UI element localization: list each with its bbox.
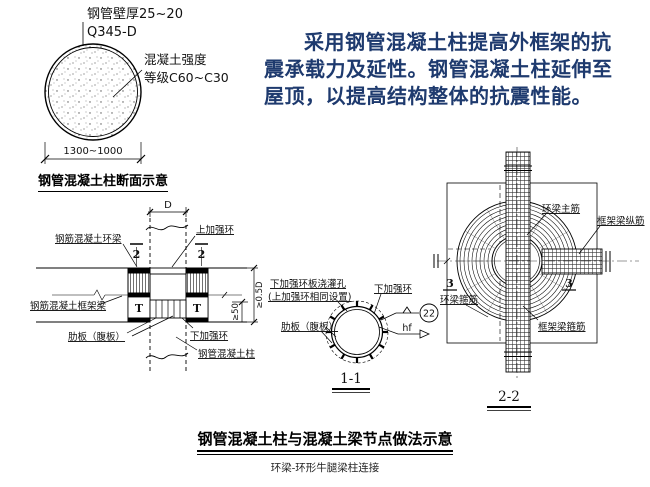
rib-pads	[326, 301, 388, 363]
sheet-title: 钢管混凝土柱与混凝土梁节点做法示意	[197, 428, 453, 452]
diameter-dimension-text: 1300~1000	[63, 146, 122, 157]
ring-stirrup-label: 环梁箍筋	[440, 294, 478, 306]
circle-diagram-title: 钢管混凝土柱断面示意	[38, 170, 169, 192]
section-1-1-title: 1-1	[340, 371, 362, 387]
sheet-subtitle: 环梁-环形牛腿梁柱连接	[270, 463, 380, 474]
upper-ring-label: 上加强环	[196, 225, 234, 236]
fillet-weld-symbol	[402, 306, 412, 314]
dimension-half-d-text: ≥0.5D	[255, 281, 265, 309]
elevation-leaders	[97, 235, 198, 351]
detail-bubble	[419, 303, 439, 323]
section-mark-2-right: 2	[198, 248, 206, 261]
section-1-1-drawing: 下加强环板浇灌孔 (上加强环相同设置) 下加强环 肋板（腹板） 22 hf 1-…	[268, 278, 439, 393]
ring-beam-left	[127, 267, 151, 323]
leader-concrete-strength	[112, 69, 143, 98]
pour-hole-label-2: (上加强环相同设置)	[268, 291, 351, 303]
section-1-1-leaders	[320, 293, 420, 344]
lower-ring-label-1-1: 下加强环	[374, 284, 412, 295]
pour-hole-label-1: 下加强环板浇灌孔	[270, 278, 347, 290]
rib-plate-label-1-1: 肋板（腹板）	[281, 321, 338, 333]
section-marks-3: 3 3	[443, 277, 576, 291]
concrete-column-circle	[44, 43, 142, 141]
weld-size-text: hf	[402, 323, 412, 334]
dimension-50-text: ≥50	[231, 303, 241, 321]
design-note: 采用钢管混凝土柱提高外框架的抗 震承载力及延性。钢管混凝土柱延伸至 屋顶，以提高…	[264, 30, 646, 111]
section-2-2-title: 2-2	[498, 389, 520, 405]
frame-beam-lines	[36, 267, 247, 323]
break-line-top	[145, 224, 189, 231]
wall-thickness-label: 钢管壁厚25~20	[87, 7, 183, 22]
detail-bubble-number: 22	[423, 309, 435, 320]
ring-beam-right	[185, 267, 209, 323]
section-marks-2: 2 2	[130, 243, 208, 266]
t-stub-left: T	[135, 302, 144, 315]
steel-grade-label: Q345-D	[87, 25, 137, 40]
dimension-half-d: ≥0.5D ≥50	[231, 264, 265, 326]
frame-beam-horizontal	[541, 248, 603, 275]
frame-longitudinal-bar-label: 框架梁纵筋	[597, 215, 645, 227]
column-label: 钢管混凝土柱	[198, 348, 256, 360]
lower-ring-plate	[149, 299, 187, 319]
break-line-bottom	[145, 352, 189, 360]
design-note-line-2: 震承载力及延性。钢管混凝土柱延伸至	[264, 59, 613, 81]
design-note-line-1: 采用钢管混凝土柱提高外框架的抗	[304, 32, 612, 54]
joint-elevation-drawing: D 2 2 ≥0.5D ≥50	[30, 200, 265, 374]
section-mark-3-right: 3	[565, 277, 573, 290]
weld-arrow	[419, 329, 430, 339]
section-2-2-drawing: 3 3 环梁主筋 框架梁纵筋 环梁箍筋 框架梁箍筋 2-2	[433, 147, 645, 411]
frame-stirrup-label: 框架梁箍筋	[538, 321, 586, 333]
frame-beam-label: 钢筋混凝土框架梁	[30, 300, 107, 312]
frame-beam-vertical	[505, 151, 531, 373]
section-2-2-labels: 环梁主筋 框架梁纵筋 环梁箍筋 框架梁箍筋 2-2	[440, 203, 645, 405]
rib-plate-label: 肋板（腹板）	[68, 331, 125, 343]
section-mark-3-left: 3	[446, 277, 454, 290]
ring-beam-label: 钢筋混凝土环梁	[55, 233, 122, 245]
section-2-2-leaders	[465, 213, 601, 321]
section-1-1-labels: 下加强环板浇灌孔 (上加强环相同设置) 下加强环 肋板（腹板） 22 hf 1-…	[268, 278, 435, 387]
concrete-strength-label-1: 混凝土强度	[144, 52, 207, 67]
dimension-d: D	[146, 200, 190, 217]
t-stub-right: T	[193, 302, 202, 315]
elevation-labels: 钢筋混凝土环梁 上加强环 钢筋混凝土框架梁 肋板（腹板） 下加强环 钢管混凝土柱…	[30, 225, 256, 360]
dimension-d-text: D	[164, 200, 172, 211]
concrete-strength-label-2: 等级C60~C30	[144, 70, 229, 85]
lower-ring-label: 下加强环	[190, 331, 228, 342]
column-section-diagram: 钢管壁厚25~20 Q345-D 混凝土强度 等级C60~C30 1300~10…	[40, 7, 229, 164]
design-note-line-3: 屋顶，以提高结构整体的抗震性能。	[264, 86, 592, 108]
upper-ring-plate	[149, 267, 187, 275]
section-mark-2-left: 2	[133, 248, 141, 261]
sheet-footer: 钢管混凝土柱与混凝土梁节点做法示意 环梁-环形牛腿梁柱连接	[0, 428, 650, 475]
column-outline	[149, 218, 187, 374]
ring-main-bar-label: 环梁主筋	[542, 203, 580, 215]
